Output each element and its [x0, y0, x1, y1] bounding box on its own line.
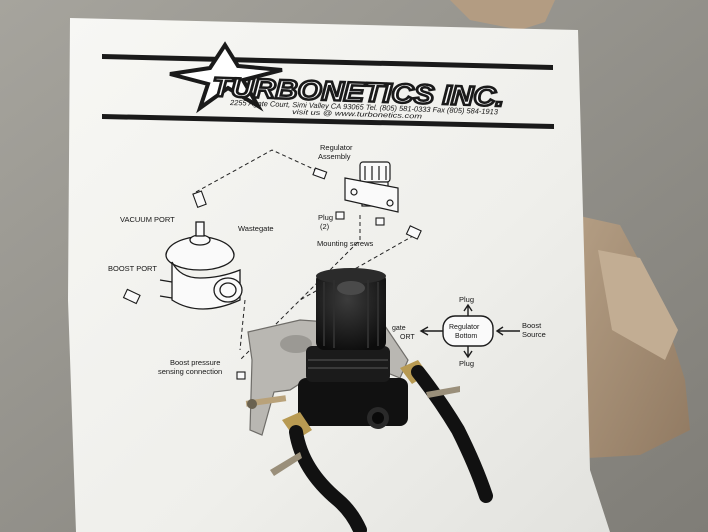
plug-count-label: (2): [320, 222, 330, 231]
hose-right: [411, 365, 493, 503]
regulator-assembly-label-1: Regulator: [320, 143, 353, 152]
gate-port-label-1: gate: [392, 325, 406, 332]
vacuum-port-label: VACUUM PORT: [120, 215, 175, 224]
website-line: visit us @ www.turbonetics.com: [292, 109, 422, 121]
arrow-to-plug-top-icon: [463, 303, 473, 316]
regulator-assembly-label-2: Assembly: [318, 152, 351, 161]
boost-regulator-product: [245, 268, 493, 532]
cardboard-box-top: [450, 0, 555, 30]
fitting-icons: [122, 167, 422, 380]
flow-plug-top: Plug: [459, 295, 474, 304]
regulator-assembly-drawing: [344, 161, 399, 213]
hose-left: [289, 425, 367, 532]
gate-port-label-2: ORT: [400, 334, 415, 341]
regulator-bottom-box: [442, 315, 494, 347]
regulator-body: [298, 378, 408, 426]
flow-regulator-label-2: Bottom: [455, 333, 477, 340]
flow-boost-label-2: Source: [522, 330, 546, 339]
wastegate-label: Wastegate: [238, 224, 274, 233]
plug-label: Plug: [318, 213, 333, 222]
diagram-labels: Regulator Assembly VACUUM PORT Wastegate…: [108, 143, 415, 376]
flow-regulator-label-1: Regulator: [449, 324, 480, 331]
arrow-from-source-icon: [495, 326, 520, 336]
mounting-screws-label: Mounting screws: [317, 239, 374, 248]
arrow-to-left-icon: [419, 326, 443, 336]
boost-pressure-label-2: sensing connection: [158, 367, 222, 376]
wastegate-drawing: [159, 221, 243, 310]
boost-port-label: BOOST PORT: [108, 264, 157, 273]
boost-pressure-label-1: Boost pressure: [170, 358, 220, 367]
hose-lines: [195, 149, 421, 361]
flow-boost-label-1: Boost: [522, 321, 542, 330]
arrow-to-plug-bottom-icon: [463, 346, 473, 359]
star-logo-icon: [169, 41, 283, 114]
flow-plug-bottom: Plug: [459, 359, 474, 368]
flow-diagram: Plug Regulator Bottom Plug Boost Source: [419, 295, 546, 368]
cardboard-flap: [598, 250, 678, 360]
